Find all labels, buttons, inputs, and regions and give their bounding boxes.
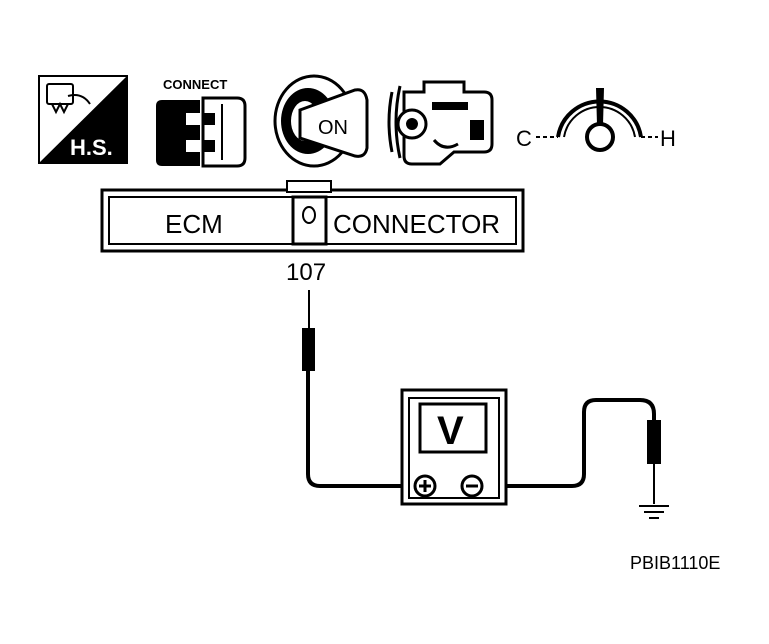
ground-probe-lead <box>506 398 661 504</box>
ignition-on-label: ON <box>318 117 348 139</box>
hs-label: H.S. <box>70 135 113 160</box>
ecm-connector: ECM CONNECTOR <box>100 180 525 253</box>
engine-icon <box>387 80 494 166</box>
ecm-label: ECM <box>165 209 223 239</box>
connector-label: CONNECTOR <box>333 209 500 239</box>
connect-icon: CONNECT <box>156 77 247 168</box>
hs-tester-icon: H.S. <box>38 75 128 164</box>
gauge-hot-label: H <box>660 126 676 151</box>
positive-probe-lead <box>302 290 402 488</box>
ground-symbol-icon <box>639 505 669 519</box>
connect-label: CONNECT <box>163 77 227 92</box>
minus-terminal-icon <box>460 474 484 498</box>
plus-terminal-icon <box>413 474 437 498</box>
gauge-cold-label: C <box>516 126 532 151</box>
voltmeter: V <box>400 388 508 506</box>
terminal-number: 107 <box>286 259 326 286</box>
ignition-key-icon: ON <box>273 74 369 168</box>
temperature-gauge-icon: C H <box>516 88 676 152</box>
reference-code: PBIB1110E <box>630 553 720 573</box>
voltmeter-label: V <box>437 409 464 453</box>
